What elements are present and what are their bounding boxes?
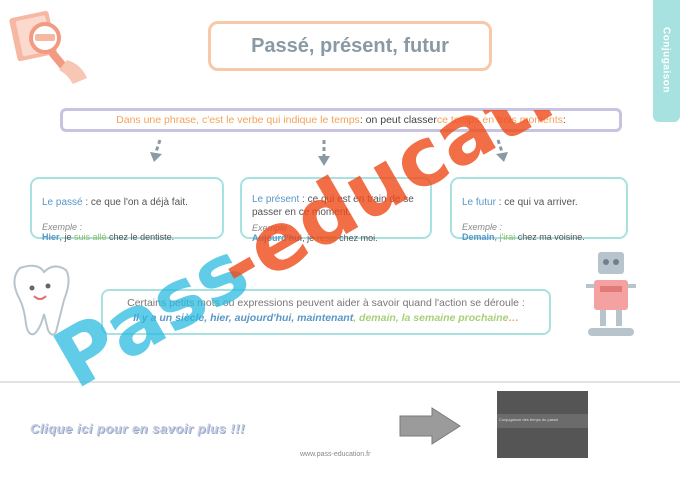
card-term: Le futur [462, 197, 496, 208]
thumbnail-caption: Conjugaison des temps du passé [499, 417, 559, 422]
intro-rest: : on peut classer [359, 114, 437, 126]
side-tab[interactable]: Conjugaison [653, 0, 680, 122]
arrow-down-icon [318, 140, 330, 166]
card-term: Le passé [42, 197, 83, 208]
arrow-right-icon[interactable] [398, 406, 462, 446]
intro-tail: ce temps en trois moments [436, 114, 563, 126]
card-heading: Le présent : ce qui est en train de se p… [252, 193, 420, 219]
hint-words: Il y a un siècle, hier, aujourd'hui, mai… [133, 312, 519, 324]
arrow-down-icon [496, 139, 508, 162]
intro-box: Dans une phrase, c'est le verbe qui indi… [60, 108, 622, 132]
separator [0, 381, 680, 383]
hint-box: Certains petits mots ou expressions peuv… [101, 289, 551, 335]
card-futur: Le futur : ce qui va arriver. Exemple : … [450, 177, 628, 242]
watermark-logo: Pass -education [40, 110, 660, 406]
example-label: Exemple : [462, 222, 503, 232]
example-sentence: Hier, je suis allé chez le dentiste. [42, 232, 175, 242]
card-definition: : ce qui est en train de se passer en ce… [252, 194, 414, 218]
page-title: Passé, présent, futur [208, 21, 492, 71]
intro-end: : [562, 114, 566, 126]
arrow-down-icon [150, 139, 162, 162]
card-heading: Le passé : ce que l'on a déjà fait. [42, 197, 212, 208]
card-definition: : ce qui va arriver. [495, 197, 578, 208]
site-url: www.pass-education.fr [300, 451, 371, 458]
card-term: Le présent [252, 194, 300, 205]
example-sentence: Aujourd'hui, je reste chez moi. [252, 233, 378, 243]
card-present: Le présent : ce qui est en train de se p… [240, 177, 432, 243]
card-passe: Le passé : ce que l'on a déjà fait. Exem… [30, 177, 224, 242]
intro-highlight: Dans une phrase, c'est le verbe qui indi… [116, 114, 360, 126]
tooth-mascot-icon [13, 264, 70, 336]
card-definition: : ce que l'on a déjà fait. [82, 197, 188, 208]
example-label: Exemple : [252, 223, 293, 233]
more-info-link[interactable]: Clique ici pour en savoir plus !!! [30, 421, 245, 436]
robot-mascot-icon [586, 252, 636, 336]
card-heading: Le futur : ce qui va arriver. [462, 197, 616, 208]
example-sentence: Demain, j'irai chez ma voisine. [462, 232, 585, 242]
side-tab-label: Conjugaison [660, 26, 672, 94]
hint-text: Certains petits mots ou expressions peuv… [127, 297, 525, 309]
video-thumbnail[interactable]: Conjugaison des temps du passé [497, 391, 588, 458]
example-label: Exemple : [42, 222, 83, 232]
magnifier-book-icon [9, 10, 87, 84]
